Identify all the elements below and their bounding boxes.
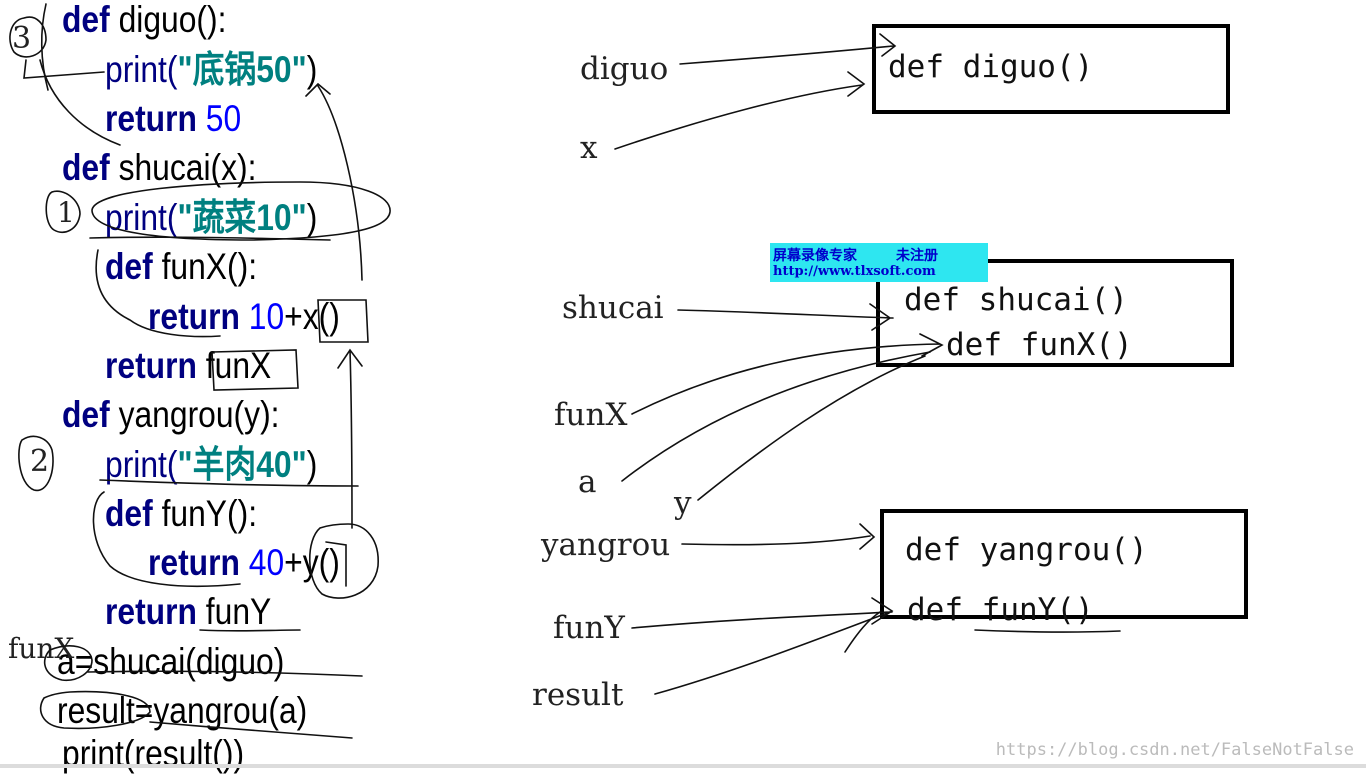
arrow-y-up (337, 348, 363, 529)
name-label-y: y (674, 485, 692, 521)
code-token: return (105, 591, 206, 632)
function-box-yangrou: def yangrou() def funY() (880, 509, 1248, 627)
code-line: def diguo(): (62, 0, 226, 40)
code-token: ) (306, 444, 318, 485)
step-number-2: 2 (30, 444, 50, 479)
code-token: funX(): (161, 246, 258, 287)
code-token: ) (306, 49, 318, 90)
code-token: +y() (284, 542, 340, 583)
code-line: return 40+y() (148, 543, 340, 583)
code-token: +x() (284, 296, 340, 337)
funy-underline (974, 629, 1121, 633)
step-number-3: 3 (12, 21, 32, 56)
code-token: funX (205, 345, 272, 386)
arrow-funy-to-box (631, 597, 894, 629)
blog-url-watermark: https://blog.csdn.net/FalseNotFalse (995, 740, 1354, 760)
code-token: 50 (205, 98, 242, 139)
step-number-1: 1 (57, 196, 75, 229)
code-token: def (62, 0, 119, 40)
arrow-y-to-box (697, 355, 926, 501)
code-line: print("羊肉40") (105, 445, 317, 485)
code-line: def shucai(x): (62, 148, 257, 188)
code-line: def yangrou(y): (62, 395, 280, 435)
code-token: ) (306, 197, 318, 238)
code-token: print( (105, 444, 178, 485)
box-text-def-funx: def funX() (946, 327, 1133, 363)
name-label-funy: funY (553, 610, 625, 646)
code-line: return funX (105, 346, 271, 386)
code-token: return (148, 542, 249, 583)
function-box-shucai: def shucai() def funX() (876, 259, 1234, 367)
code-token: print( (105, 49, 178, 90)
funx-handwritten-note: funX (8, 632, 75, 665)
watermark-url: http://www.tlxsoft.com (773, 264, 936, 279)
code-token: def (105, 493, 162, 534)
code-token: yangrou(y): (118, 394, 280, 435)
name-label-x: x (580, 130, 598, 166)
code-token: funY(): (161, 493, 258, 534)
name-label-result: result (532, 677, 624, 713)
code-line: return 10+x() (148, 297, 340, 337)
code-token: funY (205, 591, 272, 632)
watermark-title: 屏幕录像专家 未注册 (773, 248, 938, 264)
code-line: return 50 (105, 99, 241, 139)
code-token: return (105, 345, 206, 386)
code-token: def (62, 147, 119, 188)
code-token: result=yangrou(a) (57, 690, 308, 731)
box-text-def-funy: def funY() (907, 592, 1094, 628)
bottom-scrollbar-edge (0, 764, 1366, 768)
code-token: "底锅50" (177, 49, 307, 90)
code-line: a=shucai(diguo) (57, 642, 284, 682)
name-label-funx: funX (554, 397, 628, 433)
code-line: return funY (105, 592, 271, 632)
code-token: 40 (248, 542, 285, 583)
code-token: diguo(): (118, 0, 227, 40)
function-box-diguo: def diguo() (872, 24, 1230, 114)
bracket-step-3 (23, 59, 105, 79)
code-token: "蔬菜10" (177, 197, 307, 238)
box-text-def-diguo: def diguo() (888, 49, 1094, 85)
recorder-watermark: 屏幕录像专家 未注册 http://www.tlxsoft.com (770, 243, 988, 282)
code-token: return (105, 98, 206, 139)
arrow-diguo-to-box (679, 33, 897, 65)
box-text-def-yangrou: def yangrou() (905, 532, 1148, 568)
code-line: def funX(): (105, 247, 257, 287)
arrow-a-to-box (621, 351, 931, 482)
code-token: "羊肉40" (177, 444, 307, 485)
code-token: 10 (248, 296, 285, 337)
code-token: shucai(x): (118, 147, 257, 188)
arrow-x-up (305, 82, 363, 281)
arrow-result-to-box (654, 611, 891, 695)
code-line: print("底锅50") (105, 50, 317, 90)
arrow-yangrou-to-box (681, 523, 876, 550)
code-line: result=yangrou(a) (57, 691, 307, 731)
code-token: a=shucai(diguo) (57, 641, 285, 682)
name-label-shucai: shucai (562, 290, 664, 326)
name-label-diguo: diguo (580, 51, 669, 87)
code-line: def funY(): (105, 494, 257, 534)
box-text-def-shucai: def shucai() (904, 282, 1128, 318)
name-label-yangrou: yangrou (541, 527, 671, 563)
code-token: def (62, 394, 119, 435)
arrow-shucai-to-box (677, 303, 894, 331)
code-token: print( (105, 197, 178, 238)
code-line: print("蔬菜10") (105, 198, 317, 238)
code-token: return (148, 296, 249, 337)
code-token: def (105, 246, 162, 287)
name-label-a: a (578, 464, 597, 500)
code-line: print(result()) (62, 734, 244, 774)
